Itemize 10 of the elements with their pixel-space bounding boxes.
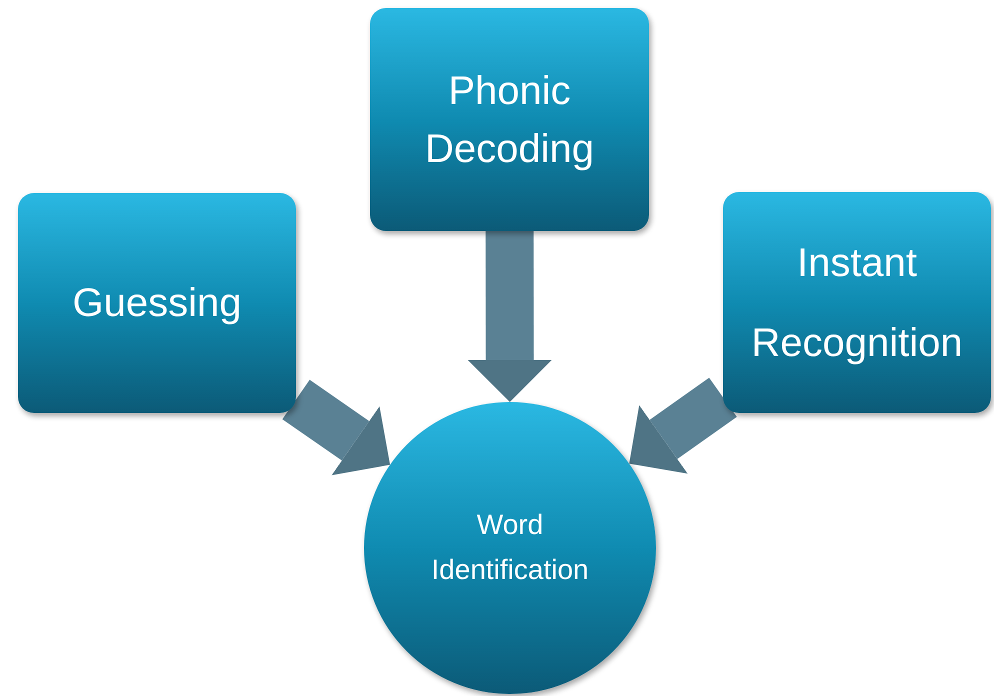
process-box — [723, 192, 991, 413]
node-text: Word Identification — [430, 508, 590, 587]
node-text: Phonic Decoding — [424, 68, 595, 172]
block-arrow — [468, 231, 552, 402]
process-box — [18, 193, 296, 413]
node-text: Instant Recognition — [750, 240, 964, 366]
process-box — [370, 8, 649, 231]
block-arrow — [282, 380, 390, 476]
node-text: Guessing — [72, 280, 242, 327]
block-arrow — [629, 378, 737, 474]
